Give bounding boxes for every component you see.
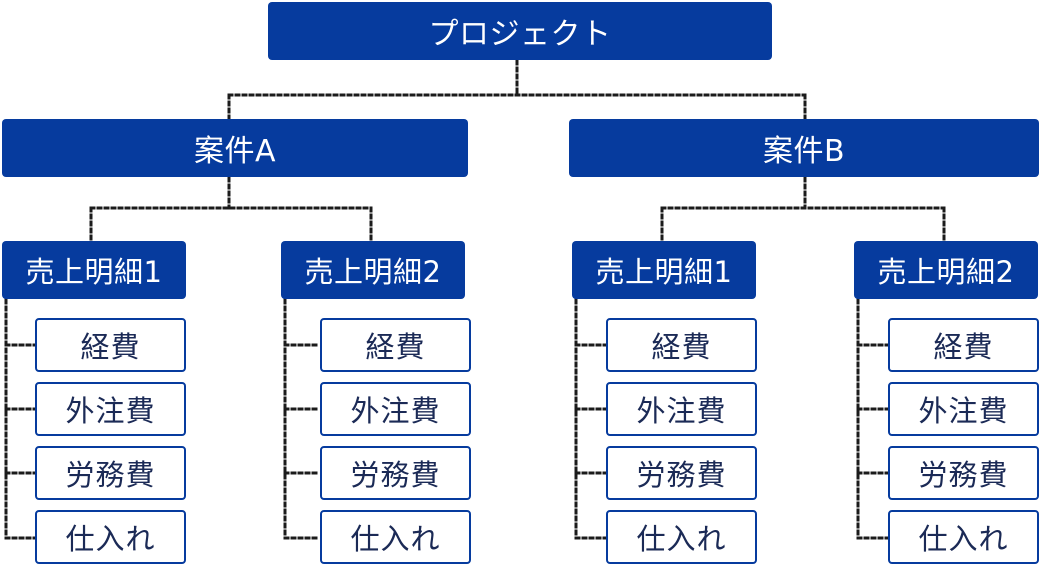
case-a-detail-2-outsourcing-cost-node: 外注費 bbox=[320, 382, 471, 436]
case-a-detail-1-purchase-node: 仕入れ bbox=[35, 510, 186, 564]
case-a-node: 案件A bbox=[2, 119, 468, 177]
case-a-detail-1-outsourcing-cost-node: 外注費 bbox=[35, 382, 186, 436]
case-a-sales-detail-1-node: 売上明細1 bbox=[2, 241, 186, 299]
case-b-detail-1-purchase-node: 仕入れ bbox=[606, 510, 757, 564]
case-a-detail-2-purchase-node: 仕入れ bbox=[320, 510, 471, 564]
case-a-detail-2-labor-cost-node: 労務費 bbox=[320, 446, 471, 500]
case-b-detail-2-purchase-node: 仕入れ bbox=[888, 510, 1039, 564]
case-b-sales-detail-2-node: 売上明細2 bbox=[854, 241, 1038, 299]
case-b-detail-1-outsourcing-cost-node: 外注費 bbox=[606, 382, 757, 436]
case-b-node: 案件B bbox=[569, 119, 1039, 177]
case-b-sales-detail-1-node: 売上明細1 bbox=[572, 241, 756, 299]
case-a-detail-1-expense-node: 経費 bbox=[35, 318, 186, 372]
case-b-detail-2-outsourcing-cost-node: 外注費 bbox=[888, 382, 1039, 436]
case-a-detail-1-labor-cost-node: 労務費 bbox=[35, 446, 186, 500]
case-b-detail-2-expense-node: 経費 bbox=[888, 318, 1039, 372]
case-a-sales-detail-2-node: 売上明細2 bbox=[281, 241, 465, 299]
project-root-node: プロジェクト bbox=[268, 2, 772, 60]
case-a-detail-2-expense-node: 経費 bbox=[320, 318, 471, 372]
case-b-detail-2-labor-cost-node: 労務費 bbox=[888, 446, 1039, 500]
case-b-detail-1-labor-cost-node: 労務費 bbox=[606, 446, 757, 500]
case-b-detail-1-expense-node: 経費 bbox=[606, 318, 757, 372]
